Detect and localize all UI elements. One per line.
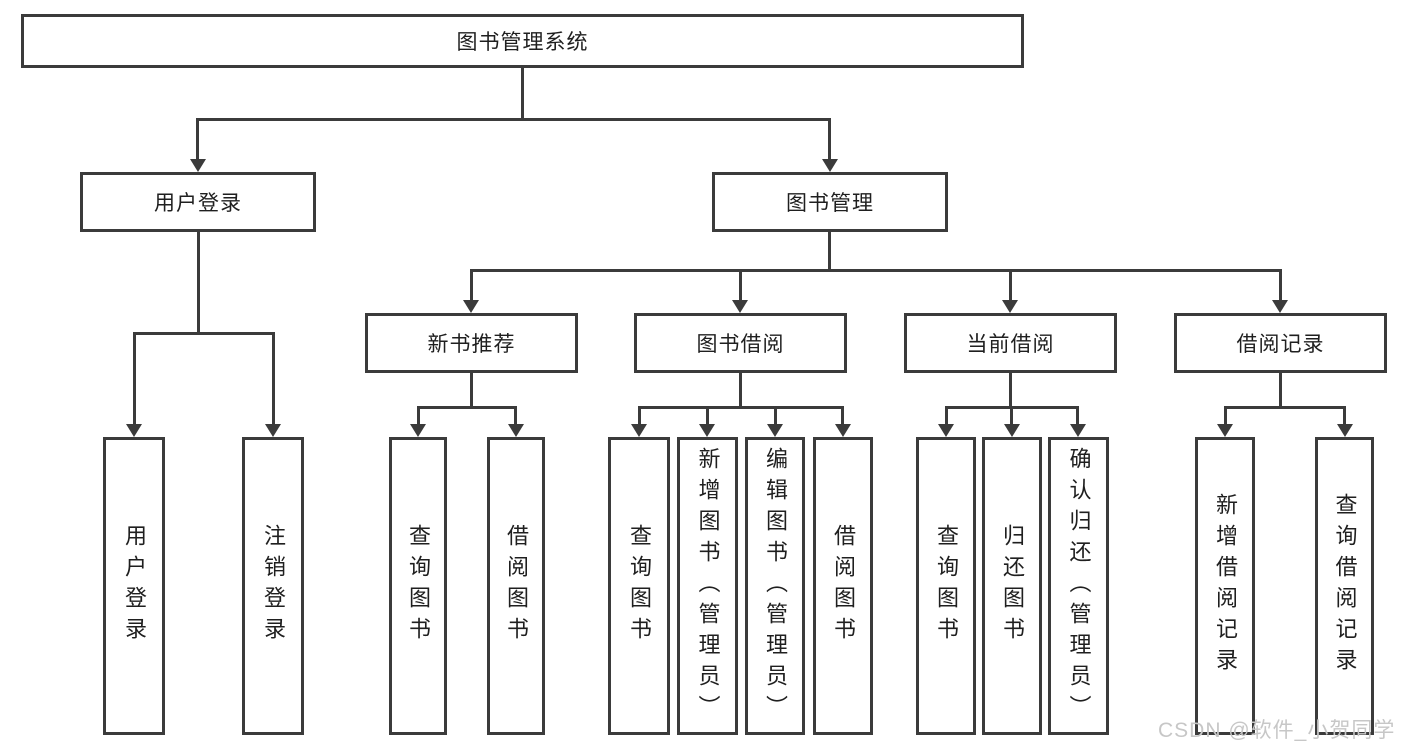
arrow-down-icon bbox=[1070, 424, 1086, 437]
leaf-label: 查询图书 bbox=[934, 524, 959, 648]
leaf-newbook-borrow-books: 借阅图书 bbox=[487, 437, 545, 735]
arrow-down-icon bbox=[410, 424, 426, 437]
connector-current-borrow-stem bbox=[1009, 373, 1012, 409]
leaf-label: 新增借阅记录 bbox=[1213, 493, 1238, 679]
arrow-down-icon bbox=[699, 424, 715, 437]
connector-drop-borrow-record bbox=[1279, 269, 1282, 300]
leaf-borrow-edit-books-admin: 编辑图书（管理员） bbox=[745, 437, 805, 735]
connector-new-book-stem bbox=[470, 373, 473, 409]
leaf-label: 新增图书（管理员） bbox=[695, 446, 721, 726]
connector-drop-leaf bbox=[706, 406, 709, 424]
leaf-label: 确认归还（管理员） bbox=[1066, 446, 1092, 726]
node-label: 借阅记录 bbox=[1236, 333, 1325, 356]
leaf-label: 查询图书 bbox=[406, 524, 431, 648]
node-book-management: 图书管理 bbox=[712, 172, 948, 232]
leaf-label: 查询借阅记录 bbox=[1332, 493, 1358, 679]
node-book-borrow: 图书借阅 bbox=[634, 313, 847, 373]
connector-book-mgmt-stem bbox=[828, 232, 831, 272]
node-label: 新书推荐 bbox=[427, 333, 516, 356]
arrow-down-icon bbox=[822, 159, 838, 172]
leaf-user-login: 用户登录 bbox=[103, 437, 165, 735]
node-new-book-recommend: 新书推荐 bbox=[365, 313, 578, 373]
connector-drop-leaf bbox=[774, 406, 777, 424]
connector-drop-leaf bbox=[272, 332, 275, 424]
arrow-down-icon bbox=[1002, 300, 1018, 313]
arrow-down-icon bbox=[463, 300, 479, 313]
connector-drop-leaf bbox=[133, 332, 136, 424]
node-label: 图书借阅 bbox=[696, 333, 785, 356]
connector-drop-leaf bbox=[841, 406, 844, 424]
leaf-label: 借阅图书 bbox=[504, 524, 529, 648]
connector-drop-book-borrow bbox=[739, 269, 742, 300]
connector-drop-book-mgmt bbox=[828, 118, 831, 159]
arrow-down-icon bbox=[732, 300, 748, 313]
connector-drop-leaf bbox=[1343, 406, 1346, 424]
node-library-management-system: 图书管理系统 bbox=[21, 14, 1024, 68]
connector-drop-leaf bbox=[514, 406, 517, 424]
node-user-login: 用户登录 bbox=[80, 172, 316, 232]
connector-book-mgmt-rail bbox=[470, 269, 1281, 272]
arrow-down-icon bbox=[265, 424, 281, 437]
connector-user-login-rail bbox=[133, 332, 274, 335]
node-borrow-record: 借阅记录 bbox=[1174, 313, 1387, 373]
leaf-borrow-add-books-admin: 新增图书（管理员） bbox=[677, 437, 738, 735]
node-label: 用户登录 bbox=[154, 192, 242, 215]
leaf-borrow-query-books: 查询图书 bbox=[608, 437, 670, 735]
leaf-newbook-query-books: 查询图书 bbox=[389, 437, 447, 735]
connector-drop-user-login bbox=[196, 118, 199, 159]
leaf-current-confirm-return-admin: 确认归还（管理员） bbox=[1048, 437, 1109, 735]
arrow-down-icon bbox=[1337, 424, 1353, 437]
connector-new-book-rail bbox=[417, 406, 517, 409]
leaf-current-return-books: 归还图书 bbox=[982, 437, 1042, 735]
connector-borrow-record-stem bbox=[1279, 373, 1282, 409]
leaf-label: 归还图书 bbox=[1000, 524, 1025, 648]
arrow-down-icon bbox=[835, 424, 851, 437]
connector-borrow-record-rail bbox=[1224, 406, 1345, 409]
connector-drop-leaf bbox=[1010, 406, 1013, 424]
arrow-down-icon bbox=[190, 159, 206, 172]
node-label: 当前借阅 bbox=[966, 333, 1055, 356]
connector-drop-leaf bbox=[638, 406, 641, 424]
leaf-label: 注销登录 bbox=[261, 524, 286, 648]
arrow-down-icon bbox=[767, 424, 783, 437]
connector-book-borrow-rail bbox=[638, 406, 844, 409]
leaf-current-query-books: 查询图书 bbox=[916, 437, 976, 735]
arrow-down-icon bbox=[508, 424, 524, 437]
connector-user-login-stem bbox=[197, 232, 200, 335]
arrow-down-icon bbox=[1217, 424, 1233, 437]
leaf-record-query-borrow-record: 查询借阅记录 bbox=[1315, 437, 1374, 735]
connector-drop-leaf bbox=[1224, 406, 1227, 424]
csdn-watermark: CSDN @软件_小贺同学 bbox=[1158, 719, 1396, 742]
arrow-down-icon bbox=[631, 424, 647, 437]
arrow-down-icon bbox=[1004, 424, 1020, 437]
leaf-label: 用户登录 bbox=[122, 524, 147, 648]
connector-root-stem bbox=[521, 68, 524, 121]
leaf-label: 编辑图书（管理员） bbox=[763, 446, 788, 726]
connector-root-rail bbox=[197, 118, 831, 121]
leaf-record-add-borrow-record: 新增借阅记录 bbox=[1195, 437, 1255, 735]
arrow-down-icon bbox=[126, 424, 142, 437]
node-current-borrow: 当前借阅 bbox=[904, 313, 1117, 373]
leaf-borrow-borrow-books: 借阅图书 bbox=[813, 437, 873, 735]
node-label: 图书管理系统 bbox=[456, 31, 589, 54]
connector-drop-leaf bbox=[1076, 406, 1079, 424]
leaf-label: 查询图书 bbox=[627, 524, 652, 648]
connector-book-borrow-stem bbox=[739, 373, 742, 409]
node-label: 图书管理 bbox=[786, 192, 874, 215]
connector-drop-current-borrow bbox=[1009, 269, 1012, 300]
leaf-label: 借阅图书 bbox=[831, 524, 856, 648]
connector-drop-leaf bbox=[417, 406, 420, 424]
connector-drop-leaf bbox=[945, 406, 948, 424]
arrow-down-icon bbox=[1272, 300, 1288, 313]
leaf-logout: 注销登录 bbox=[242, 437, 304, 735]
connector-drop-new-book bbox=[470, 269, 473, 300]
arrow-down-icon bbox=[938, 424, 954, 437]
